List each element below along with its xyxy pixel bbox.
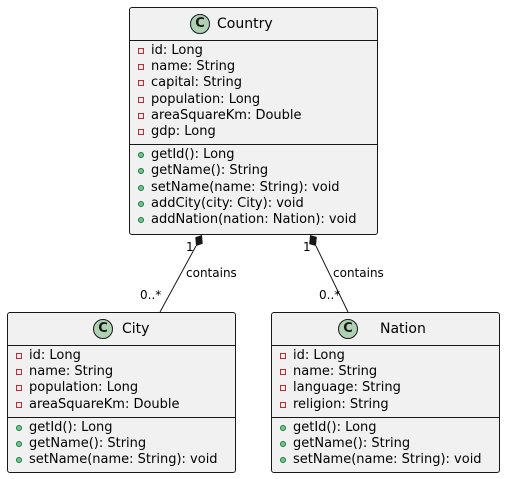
- private-visibility-icon: [280, 353, 286, 359]
- public-visibility-icon: [138, 184, 144, 191]
- public-visibility-icon: [138, 152, 144, 159]
- attribute-row: name: String: [130, 59, 377, 75]
- public-visibility-icon: [280, 424, 286, 431]
- label-country-nation: contains: [333, 266, 384, 280]
- class-stereotype-icon: C: [93, 319, 113, 339]
- class-name: Country: [217, 16, 273, 32]
- private-visibility-icon: [138, 128, 144, 135]
- attribute-row: gdp: Long: [130, 124, 377, 140]
- private-visibility-icon: [138, 96, 144, 103]
- attribute-row: areaSquareKm: Double: [130, 108, 377, 124]
- attribute-row: areaSquareKm: Double: [8, 397, 235, 413]
- private-visibility-icon: [16, 353, 22, 359]
- class-header: C Country: [130, 8, 377, 41]
- class-stereotype-icon: C: [338, 319, 358, 339]
- attributes-section: id: Long name: String capital: String po…: [130, 41, 377, 146]
- attribute-row: population: Long: [130, 92, 377, 108]
- attribute-row: language: String: [272, 380, 499, 396]
- method-row: getId(): Long: [130, 147, 377, 163]
- private-visibility-icon: [138, 64, 144, 71]
- public-visibility-icon: [16, 424, 22, 431]
- method-row: getName(): String: [130, 163, 377, 179]
- attribute-row: name: String: [8, 364, 235, 380]
- private-visibility-icon: [138, 112, 144, 119]
- method-row: getId(): Long: [8, 420, 235, 436]
- public-visibility-icon: [280, 457, 286, 464]
- methods-section: getId(): Long getName(): String setName(…: [8, 418, 235, 473]
- attributes-section: id: Long name: String population: Long a…: [8, 346, 235, 418]
- public-visibility-icon: [138, 168, 144, 175]
- label-country-city: contains: [186, 266, 237, 280]
- mult-country-city-target: 0..*: [140, 288, 162, 302]
- attribute-row: name: String: [272, 364, 499, 380]
- mult-country-nation-source: 1: [303, 240, 311, 254]
- private-visibility-icon: [16, 401, 22, 408]
- attribute-row: id: Long: [8, 348, 235, 364]
- method-row: getName(): String: [8, 436, 235, 452]
- method-row: addCity(city: City): void: [130, 196, 377, 212]
- method-row: setName(name: String): void: [272, 452, 499, 468]
- private-visibility-icon: [280, 369, 286, 376]
- attribute-row: capital: String: [130, 75, 377, 91]
- class-name: Nation: [380, 321, 426, 337]
- edge-country-nation: [309, 235, 349, 313]
- public-visibility-icon: [16, 440, 22, 447]
- private-visibility-icon: [280, 401, 286, 408]
- private-visibility-icon: [280, 385, 286, 392]
- composition-diamond: [195, 235, 203, 246]
- public-visibility-icon: [280, 440, 286, 447]
- methods-section: getId(): Long getName(): String setName(…: [272, 418, 499, 473]
- method-row: setName(name: String): void: [130, 180, 377, 196]
- class-header: C Nation: [272, 313, 499, 346]
- method-row: setName(name: String): void: [8, 452, 235, 468]
- edge-country-city: [159, 235, 203, 313]
- attribute-row: id: Long: [130, 43, 377, 59]
- mult-country-city-source: 1: [186, 240, 194, 254]
- class-header: C City: [8, 313, 235, 346]
- private-visibility-icon: [138, 48, 144, 54]
- class-city[interactable]: C City id: Long name: String population:…: [7, 312, 236, 473]
- class-country[interactable]: C Country id: Long name: String capital:…: [129, 7, 378, 235]
- public-visibility-icon: [138, 200, 144, 207]
- class-stereotype-icon: C: [190, 14, 210, 34]
- class-nation[interactable]: C Nation id: Long name: String language:…: [271, 312, 500, 473]
- attribute-row: religion: String: [272, 397, 499, 413]
- class-name: City: [122, 321, 150, 337]
- attributes-section: id: Long name: String language: String r…: [272, 346, 499, 418]
- method-row: getId(): Long: [272, 420, 499, 436]
- mult-country-nation-target: 0..*: [319, 288, 341, 302]
- attribute-row: id: Long: [272, 348, 499, 364]
- composition-diamond: [309, 235, 317, 246]
- method-row: getName(): String: [272, 436, 499, 452]
- attribute-row: population: Long: [8, 380, 235, 396]
- private-visibility-icon: [16, 369, 22, 376]
- public-visibility-icon: [16, 457, 22, 464]
- public-visibility-icon: [138, 216, 144, 223]
- method-row: addNation(nation: Nation): void: [130, 212, 377, 228]
- private-visibility-icon: [16, 385, 22, 392]
- private-visibility-icon: [138, 80, 144, 87]
- methods-section: getId(): Long getName(): String setName(…: [130, 145, 377, 232]
